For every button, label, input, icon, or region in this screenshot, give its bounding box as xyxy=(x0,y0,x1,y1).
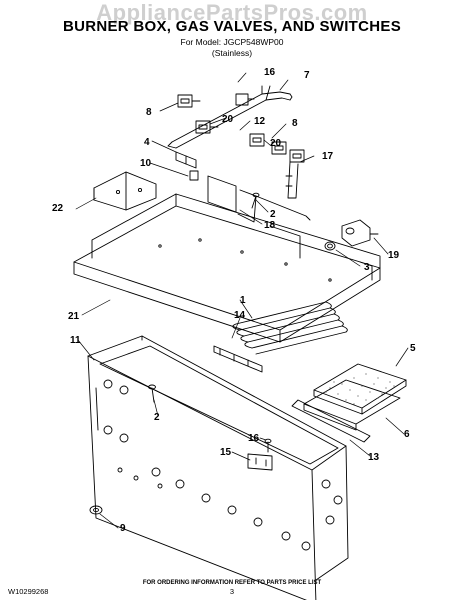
mounting-bracket xyxy=(93,171,157,211)
switch-strip xyxy=(285,161,299,199)
callout-9: 9 xyxy=(120,523,126,534)
callout-18: 18 xyxy=(264,220,276,231)
callout-15: 15 xyxy=(220,447,232,458)
callout-14: 14 xyxy=(234,310,246,321)
gas-valve xyxy=(195,120,219,134)
small-clip xyxy=(189,170,199,181)
callout-6: 6 xyxy=(404,429,410,440)
variant-label: (Stainless) xyxy=(211,48,253,58)
callout-17: 17 xyxy=(322,151,334,162)
ordering-note: FOR ORDERING INFORMATION REFER TO PARTS … xyxy=(142,580,322,586)
gas-valve xyxy=(249,133,265,147)
callout-7: 7 xyxy=(304,70,310,81)
burner-box xyxy=(73,193,381,343)
gas-valve xyxy=(235,93,255,106)
bracket xyxy=(175,151,197,169)
callout-1: 1 xyxy=(240,295,246,306)
callout-10: 10 xyxy=(140,158,152,169)
callout-labels: 16 7 8 20 12 8 4 20 17 10 22 2 18 19 3 2… xyxy=(52,67,416,534)
o-ring xyxy=(324,241,336,251)
callout-8: 8 xyxy=(146,107,152,118)
page-number: 3 xyxy=(229,587,235,596)
back-plate xyxy=(207,175,311,223)
page-title: BURNER BOX, GAS VALVES, AND SWITCHES xyxy=(62,18,402,35)
gas-valve xyxy=(271,141,287,155)
callout-12: 12 xyxy=(254,116,266,127)
outer-frame xyxy=(87,335,349,600)
gas-valve xyxy=(289,149,305,163)
callout-22: 22 xyxy=(52,203,64,214)
manifold-pipe xyxy=(167,85,293,149)
callout-21: 21 xyxy=(68,311,80,322)
callout-2: 2 xyxy=(270,209,276,220)
callout-3: 3 xyxy=(364,262,370,273)
callout-20: 20 xyxy=(222,114,234,125)
switch-bracket xyxy=(247,453,273,471)
trim-strip xyxy=(291,399,371,443)
callout-20b: 20 xyxy=(270,138,282,149)
callout-4: 4 xyxy=(144,137,150,148)
ceramic-pad-texture xyxy=(325,373,395,405)
griddle-element xyxy=(232,301,348,355)
ceramic-pad xyxy=(313,363,407,415)
callout-5: 5 xyxy=(410,343,416,354)
callout-2b: 2 xyxy=(154,412,160,423)
model-line: For Model: JGCP548WP00 xyxy=(180,37,284,47)
callout-19: 19 xyxy=(388,250,400,261)
document-id: W10299268 xyxy=(8,587,49,596)
callout-11: 11 xyxy=(70,335,81,346)
callout-16: 16 xyxy=(264,67,276,78)
grommet xyxy=(89,505,103,515)
callout-13: 13 xyxy=(368,452,380,463)
element-bracket xyxy=(213,345,263,373)
screw xyxy=(148,384,156,403)
callout-8b: 8 xyxy=(292,118,298,129)
screw xyxy=(264,438,272,453)
drip-plate xyxy=(303,379,401,431)
callout-16b: 16 xyxy=(248,433,260,444)
leader-lines xyxy=(75,72,409,529)
regulator-valve xyxy=(341,219,379,247)
screw xyxy=(251,192,260,209)
gas-valve xyxy=(177,94,201,108)
watermark: AppliancePartsPros.com xyxy=(96,0,368,25)
